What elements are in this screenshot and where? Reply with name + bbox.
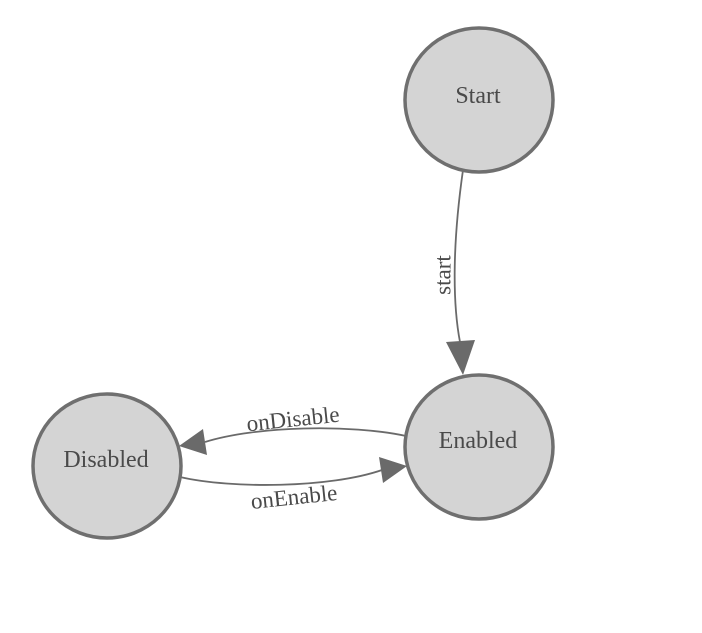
node-label-start: Start <box>455 83 501 109</box>
edge-label-ondisable: onDisable <box>245 402 340 437</box>
edge-line <box>179 469 383 486</box>
node-label-enabled: Enabled <box>439 428 518 454</box>
node-label-disabled: Disabled <box>63 447 148 473</box>
node-enabled: Enabled <box>403 373 555 521</box>
edge-enabled-to-disabled: onDisable <box>179 402 407 455</box>
edge-disabled-to-enabled: onEnable <box>179 457 407 514</box>
edge-line <box>204 427 407 443</box>
edge-line <box>453 169 464 343</box>
edge-label-start: start <box>431 255 456 295</box>
state-circle <box>31 392 183 540</box>
arrowhead-icon <box>446 340 475 375</box>
state-circle <box>403 373 555 521</box>
node-disabled: Disabled <box>31 392 183 540</box>
arrowhead-icon <box>179 429 207 455</box>
state-circle <box>403 26 555 174</box>
edge-start-to-enabled: start <box>431 169 475 375</box>
arrowhead-icon <box>379 457 407 483</box>
node-start: Start <box>403 26 555 174</box>
